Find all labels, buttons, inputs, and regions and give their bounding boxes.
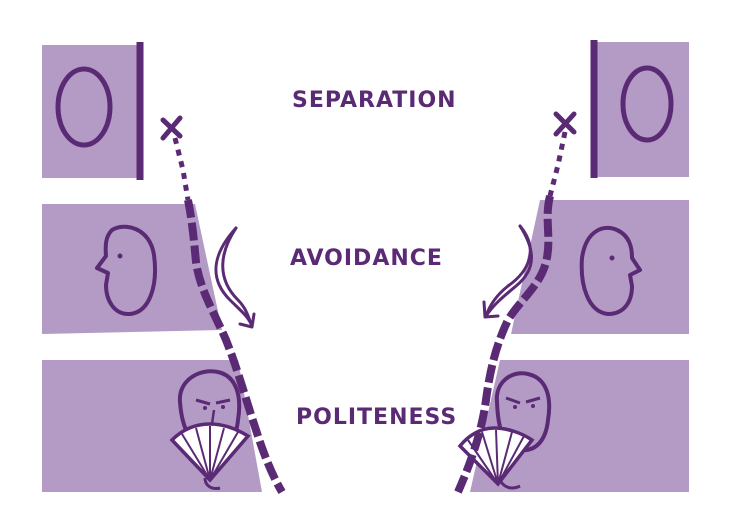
politeness-label: POLITENESS (296, 405, 458, 430)
profile-face-icon (579, 225, 642, 316)
face-with-fan-icon (169, 369, 251, 490)
left-middle-panel (42, 204, 222, 334)
cross-mark-icon (160, 115, 183, 141)
profile-face-icon (95, 224, 157, 316)
curved-arrow-icon (214, 226, 256, 329)
right-top-panel (593, 42, 689, 177)
left-path-solid (184, 199, 286, 495)
right-path-dotted (547, 131, 568, 197)
separation-label: SEPARATION (292, 88, 457, 113)
cross-mark-icon (553, 111, 577, 137)
curved-arrow-icon (482, 224, 533, 319)
left-path-dotted (172, 137, 191, 201)
right-middle-panel (511, 200, 689, 334)
oval-face-icon (55, 66, 113, 148)
right-path-solid (454, 195, 554, 494)
avoidance-label: AVOIDANCE (290, 246, 443, 271)
oval-face-icon (620, 65, 674, 143)
